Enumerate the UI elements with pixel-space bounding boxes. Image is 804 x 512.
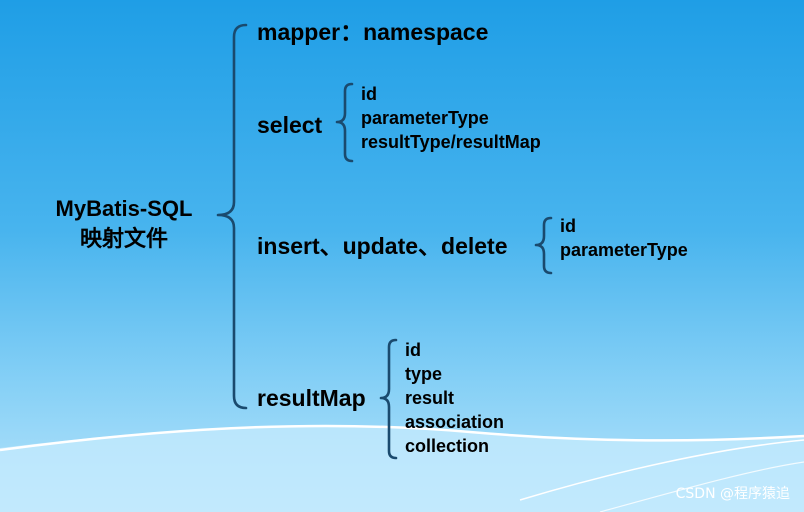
resultmap-child-collection: collection	[405, 436, 490, 456]
resultmap-children: id type result association collection	[405, 338, 504, 458]
resultmap-child-type: type	[405, 364, 443, 384]
resultmap-child-result: result	[405, 388, 455, 408]
main-bracket	[216, 23, 248, 410]
select-bracket	[335, 82, 354, 163]
modify-child-id: id	[560, 216, 576, 236]
wave-line-2	[519, 439, 804, 501]
modify-bracket	[534, 216, 553, 275]
branch-mapper-namespace: mapper：namespace	[257, 19, 489, 45]
branch-select: select	[257, 112, 323, 138]
wave-line-1	[0, 424, 804, 452]
select-child-parametertype: parameterType	[361, 108, 489, 128]
wave-line-3	[599, 461, 804, 512]
select-child-id: id	[361, 84, 377, 104]
watermark: CSDN @程序猿追	[675, 486, 790, 502]
modify-child-parametertype: parameterType	[560, 240, 688, 260]
select-child-resulttype: resultType/resultMap	[361, 132, 541, 152]
branch-insert-update-delete: insert、update、delete	[257, 233, 508, 259]
root-title: MyBatis-SQL	[55, 196, 193, 221]
branch-resultmap: resultMap	[257, 385, 366, 411]
wave-fill	[0, 426, 804, 512]
select-children: id parameterType resultType/resultMap	[361, 82, 541, 154]
resultmap-child-association: association	[405, 412, 505, 432]
resultmap-child-id: id	[405, 340, 421, 360]
modify-children: id parameterType	[560, 214, 688, 262]
root-subtitle: 映射文件	[79, 226, 168, 251]
root-node: MyBatis-SQL 映射文件	[40, 194, 208, 254]
resultmap-bracket	[379, 338, 398, 460]
